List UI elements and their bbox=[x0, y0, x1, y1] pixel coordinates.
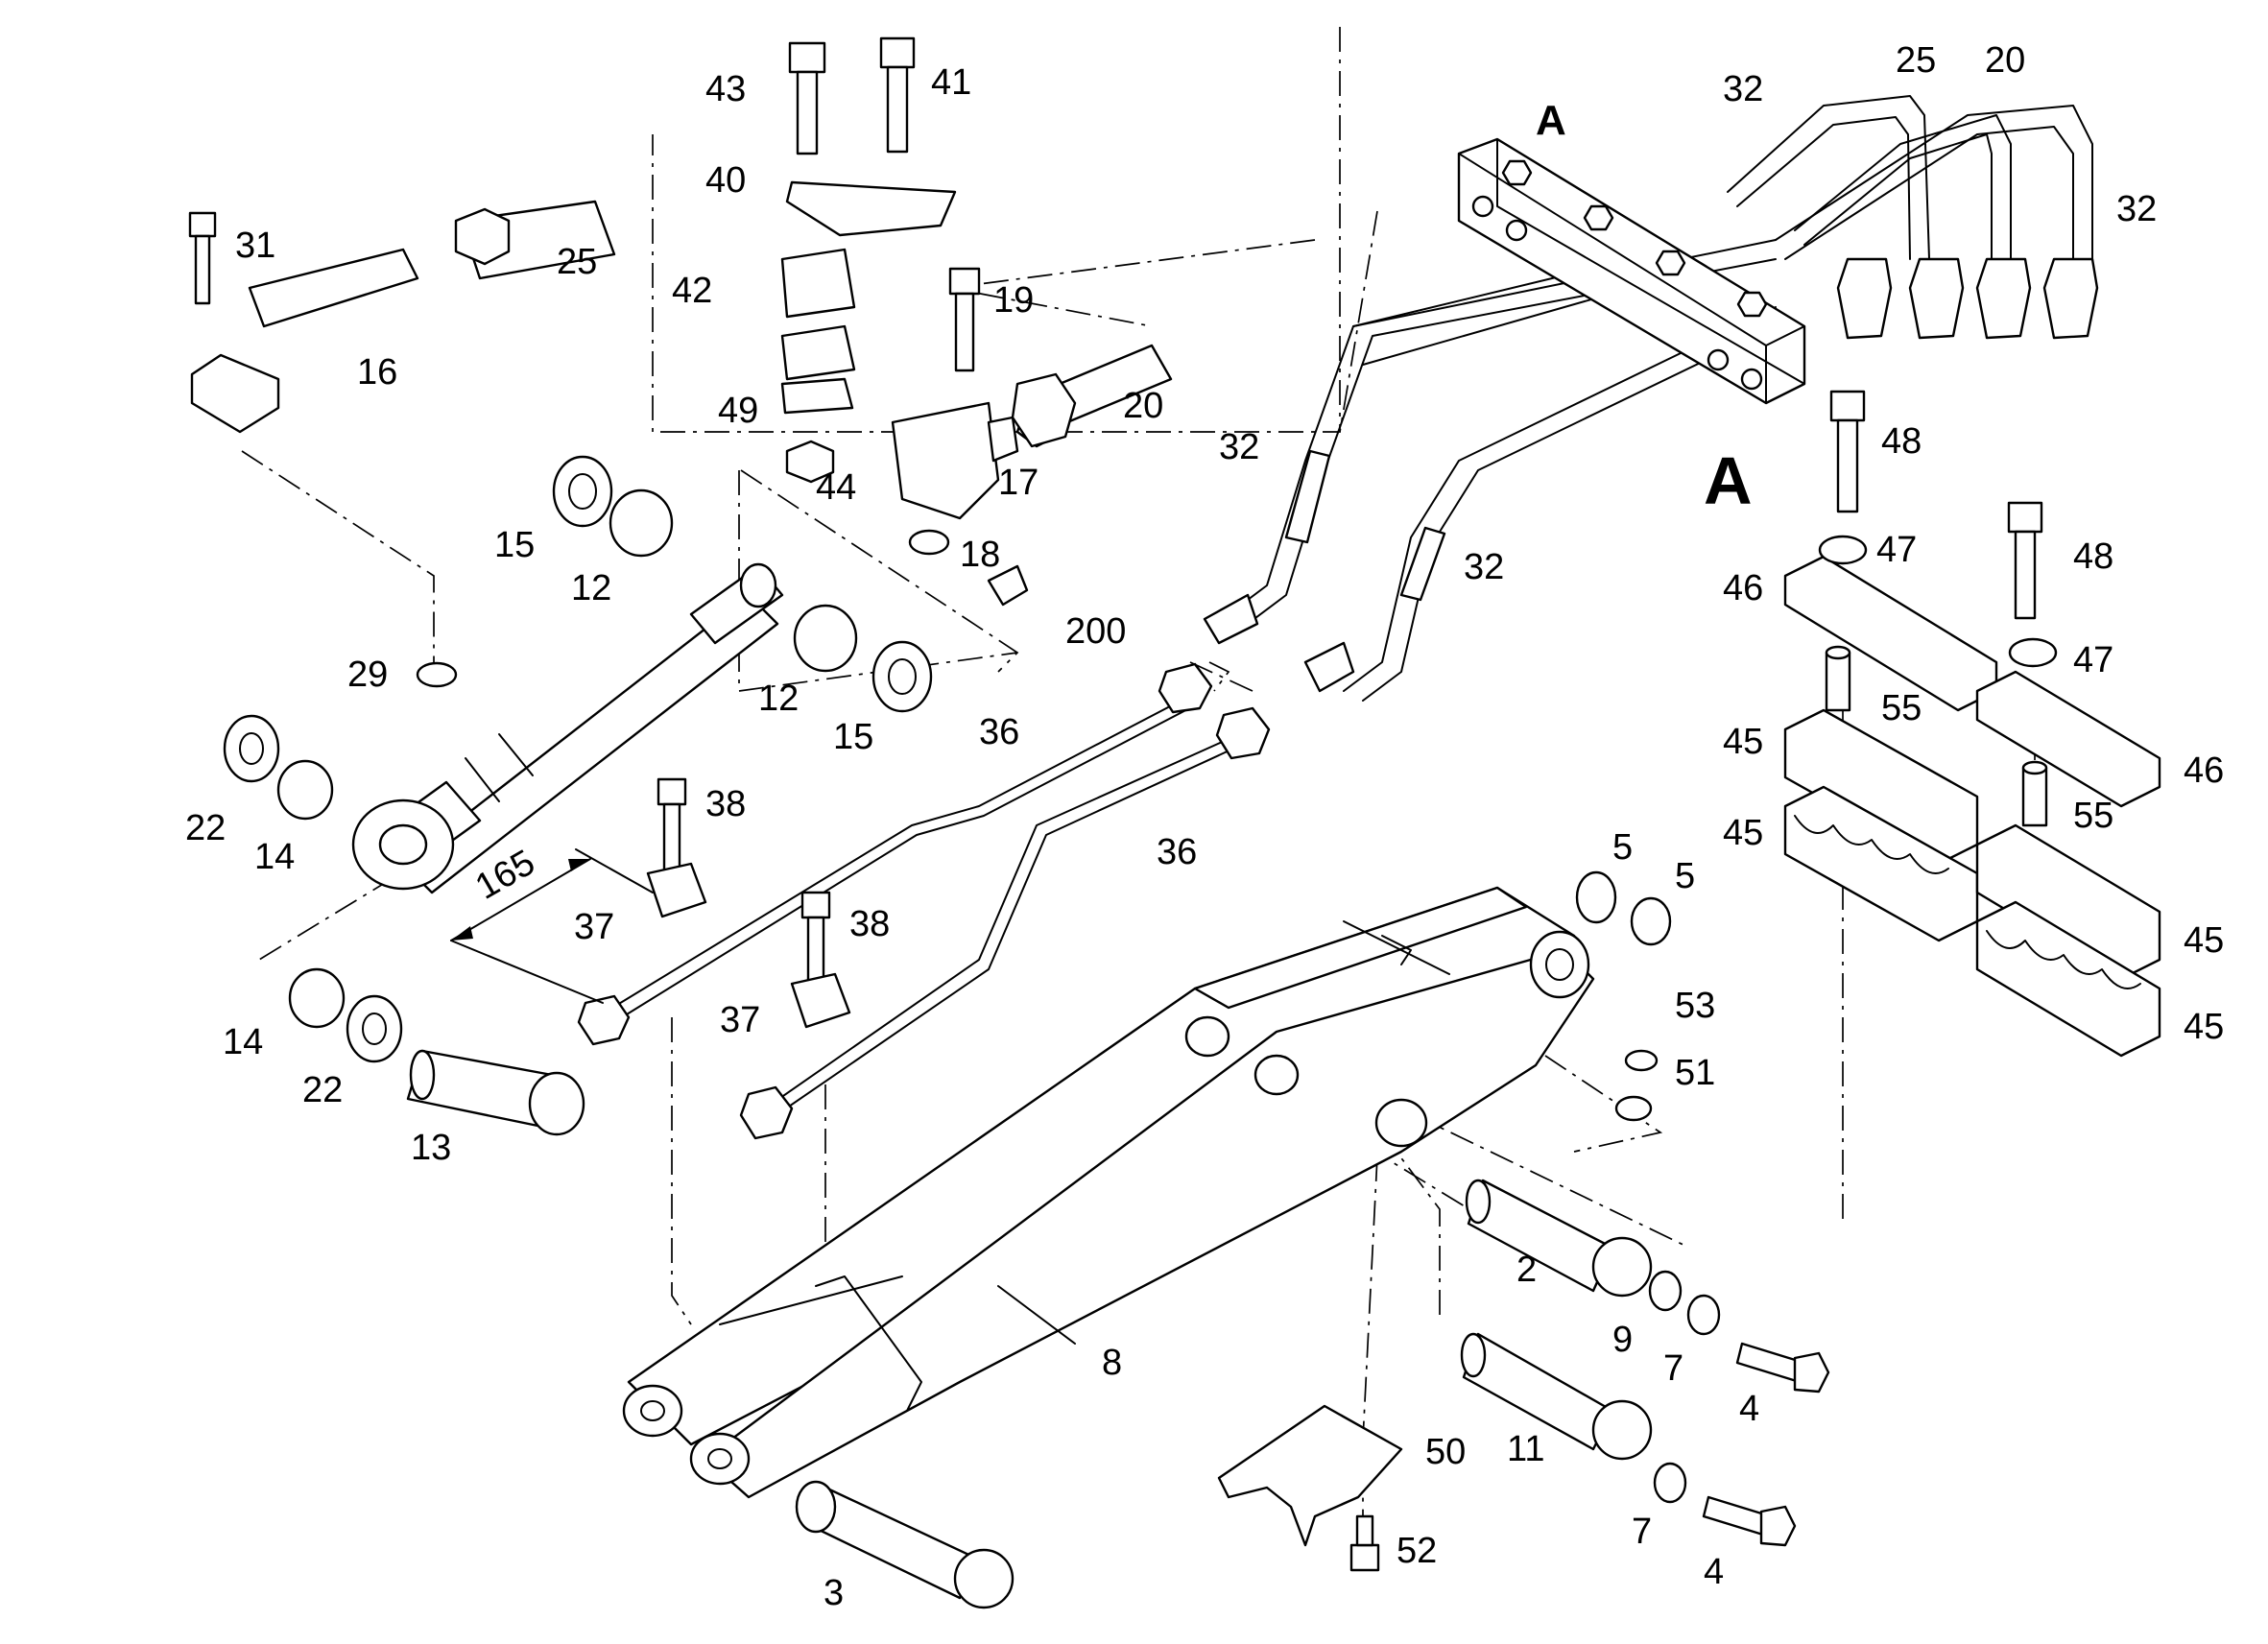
callout-22-lower: 22 bbox=[302, 1070, 343, 1110]
callout-20-mid: 20 bbox=[1123, 386, 1163, 426]
callout-37-lower: 37 bbox=[720, 1000, 760, 1040]
callout-17: 17 bbox=[998, 463, 1039, 503]
callout-2: 2 bbox=[1516, 1250, 1537, 1290]
hydraulic-line-lower bbox=[739, 706, 1271, 1140]
callout-45-a: 45 bbox=[1723, 722, 1763, 762]
callout-32-left: 32 bbox=[1219, 427, 1259, 467]
callout-45-d: 45 bbox=[2184, 1007, 2224, 1047]
callout-45-c: 45 bbox=[2184, 920, 2224, 961]
callout-15-left: 15 bbox=[494, 525, 535, 565]
callout-36-upper: 36 bbox=[979, 712, 1019, 752]
callout-16: 16 bbox=[357, 352, 397, 393]
callout-49: 49 bbox=[718, 391, 758, 431]
clamp-set-lower bbox=[1975, 670, 2161, 1058]
callout-46-lower: 46 bbox=[2184, 751, 2224, 791]
callout-5-left: 5 bbox=[1612, 827, 1633, 868]
hose-assembly bbox=[1228, 95, 2099, 702]
callout-19: 19 bbox=[993, 280, 1034, 321]
callout-200: 200 bbox=[1065, 611, 1126, 652]
callout-36-lower: 36 bbox=[1157, 832, 1197, 872]
callout-43: 43 bbox=[705, 69, 746, 109]
callout-55-lower: 55 bbox=[2073, 796, 2113, 836]
callout-50: 50 bbox=[1425, 1432, 1466, 1472]
callout-12-left: 12 bbox=[571, 568, 611, 608]
callout-47-lower: 47 bbox=[2073, 640, 2113, 680]
callout-52: 52 bbox=[1397, 1531, 1437, 1571]
callout-18: 18 bbox=[960, 535, 1000, 575]
callout-45-b: 45 bbox=[1723, 813, 1763, 853]
callout-14-upper: 14 bbox=[254, 837, 295, 877]
callout-15-right: 15 bbox=[833, 717, 873, 757]
callout-51: 51 bbox=[1675, 1053, 1715, 1093]
callout-25-top: 25 bbox=[1896, 40, 1936, 81]
pins bbox=[190, 248, 1653, 1609]
callout-13: 13 bbox=[411, 1128, 451, 1168]
callout-53: 53 bbox=[1675, 986, 1715, 1026]
callout-31: 31 bbox=[235, 226, 275, 266]
callout-9: 9 bbox=[1612, 1320, 1633, 1360]
callout-48-lower: 48 bbox=[2073, 536, 2113, 577]
callout-38-lower: 38 bbox=[849, 904, 890, 944]
callout-55-upper: 55 bbox=[1881, 688, 1922, 728]
callout-37-upper: 37 bbox=[574, 907, 614, 947]
callout-7-upper: 7 bbox=[1663, 1348, 1683, 1389]
callout-5-right: 5 bbox=[1675, 856, 1695, 896]
callout-7-lower: 7 bbox=[1632, 1512, 1652, 1552]
dimension-165: 165 bbox=[450, 843, 654, 1004]
callout-44: 44 bbox=[816, 467, 856, 508]
callout-3: 3 bbox=[824, 1573, 844, 1613]
callout-40: 40 bbox=[705, 160, 746, 201]
boom-arm bbox=[622, 886, 1595, 1499]
callout-4-lower: 4 bbox=[1704, 1552, 1724, 1592]
bolts bbox=[188, 36, 2043, 1572]
callout-32-right: 32 bbox=[2116, 189, 2157, 229]
callout-25-left: 25 bbox=[557, 242, 597, 282]
callout-38-upper: 38 bbox=[705, 784, 746, 824]
callout-12-right: 12 bbox=[758, 679, 799, 719]
leader-line-8 bbox=[997, 1285, 1076, 1345]
view-letter-a-large: A bbox=[1704, 443, 1753, 518]
callout-32-top: 32 bbox=[1723, 69, 1763, 109]
callout-4-upper: 4 bbox=[1739, 1389, 1759, 1429]
callout-48-upper: 48 bbox=[1881, 421, 1922, 462]
callout-14-lower: 14 bbox=[223, 1022, 263, 1062]
bushings-and-washers bbox=[223, 180, 2058, 1547]
callout-46-upper: 46 bbox=[1723, 568, 1763, 608]
clamp-set-upper bbox=[1783, 555, 1998, 942]
callout-41: 41 bbox=[931, 62, 971, 103]
view-letter-a-top: A bbox=[1536, 97, 1566, 144]
callout-22-upper: 22 bbox=[185, 808, 226, 848]
callout-29: 29 bbox=[347, 655, 388, 695]
hydraulic-line-upper bbox=[577, 662, 1213, 1046]
callout-47-upper: 47 bbox=[1876, 530, 1917, 570]
hydraulic-cylinder bbox=[351, 562, 784, 894]
callout-32-mid: 32 bbox=[1464, 547, 1504, 587]
callout-11: 11 bbox=[1507, 1429, 1544, 1469]
callout-labels: 43 41 40 42 49 44 31 16 25 19 20 17 18 2… bbox=[185, 40, 2224, 1613]
callout-8: 8 bbox=[1102, 1343, 1122, 1383]
callout-42: 42 bbox=[672, 271, 712, 311]
clamp-block-a bbox=[1457, 137, 1806, 405]
callout-20-top: 20 bbox=[1985, 40, 2025, 81]
